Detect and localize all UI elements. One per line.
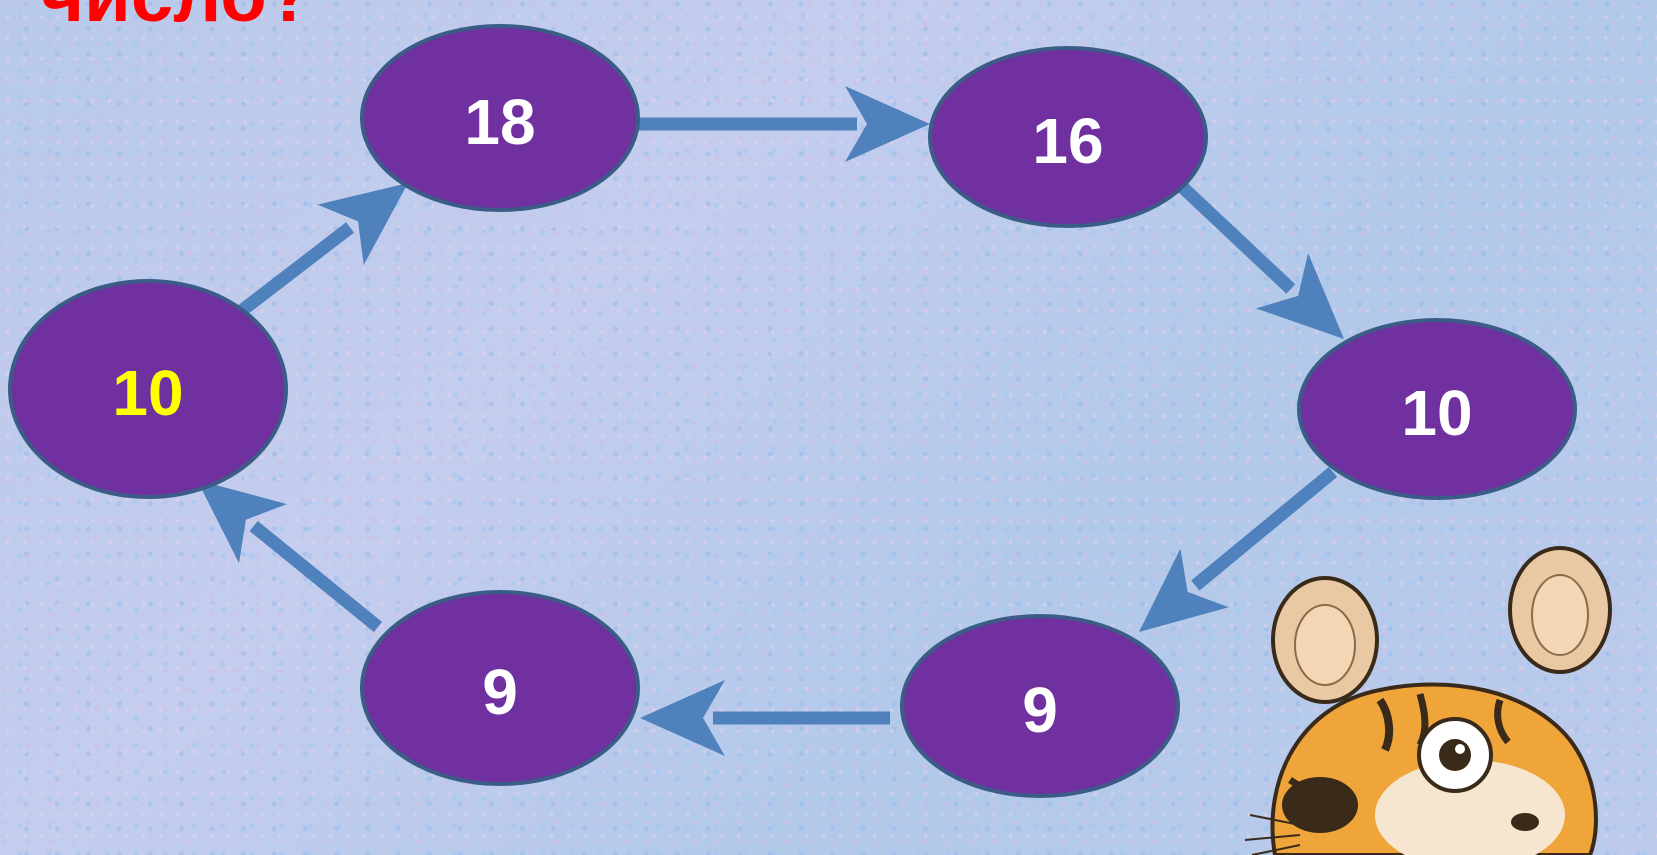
node-ellipse: [900, 614, 1180, 798]
node-label: 10: [1401, 377, 1472, 449]
node-n4: 10: [1297, 318, 1577, 500]
arrow-n3-to-n4: [1172, 177, 1344, 339]
node-n2: 18: [360, 24, 640, 212]
node-n1: 10: [8, 279, 288, 499]
node-label: 9: [482, 656, 518, 728]
node-n6: 9: [360, 590, 640, 786]
node-ellipse: [360, 590, 640, 786]
node-ellipse: [928, 46, 1208, 228]
node-label: 18: [464, 86, 535, 158]
arrow-n1-to-n2: [236, 183, 408, 318]
node-label: 9: [1022, 674, 1058, 746]
arrow-n4-to-n5: [1139, 466, 1338, 632]
arrow-n6-to-n1: [197, 480, 383, 633]
node-label: 16: [1032, 105, 1103, 177]
node-label: 10: [112, 357, 183, 429]
node-n5: 9: [900, 614, 1180, 798]
arrow-n5-to-n6: [640, 680, 890, 756]
node-n3: 16: [928, 46, 1208, 228]
node-ellipse: [8, 279, 288, 499]
arrow-n2-to-n3: [607, 86, 930, 162]
node-ellipse: [360, 24, 640, 212]
page-title: число?: [40, 0, 313, 34]
tiger-cub-icon: [1244, 546, 1612, 855]
node-ellipse: [1297, 318, 1577, 500]
